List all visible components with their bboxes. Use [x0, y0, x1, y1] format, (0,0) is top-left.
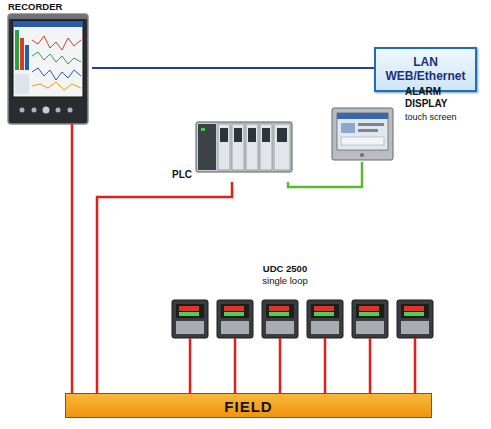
plc-rack-part: [196, 122, 292, 172]
touch-screen-device-part: [337, 113, 388, 119]
plc-rack-part: [248, 128, 256, 142]
controller-units-part-part: [176, 321, 204, 334]
touch-screen-device-part: [358, 123, 384, 126]
recorder-device-part: [43, 107, 50, 114]
controller-units-part-part: [217, 300, 253, 338]
plc-rack-part: [246, 124, 258, 170]
controller-units-part-part: [221, 321, 249, 334]
touch-screen-device-part: [341, 137, 384, 145]
controller-units-part-part: [352, 300, 388, 338]
node-label: UDC 2500: [240, 264, 330, 275]
plc-rack-part: [220, 128, 228, 142]
recorder-device-part: [32, 68, 81, 80]
controller-units-part-part: [404, 312, 424, 316]
controller-units-part-part: [266, 321, 294, 334]
controller-units-part-part: [401, 304, 429, 318]
network-box: LAN WEB/Ethernet: [374, 47, 477, 92]
controller-units-part-part: [266, 304, 294, 318]
controller-units-part-part: [269, 306, 289, 311]
plc-node: PLC: [165, 118, 295, 182]
touch-screen-device-part: [341, 123, 355, 133]
controller-units-part-part: [311, 321, 339, 334]
node-label: PLC: [172, 169, 202, 181]
node-label: RECORDER: [8, 2, 88, 13]
controller-units-part-part: [356, 304, 384, 318]
plc-rack-part: [232, 124, 244, 170]
alarm-display-node: ALARM DISPLAY touch screen: [328, 82, 480, 162]
connector-wire: [92, 67, 374, 69]
recorder-device-part: [32, 52, 81, 64]
plc-rack-part: [234, 128, 242, 142]
recorder-device-part: [32, 82, 81, 90]
plc-rack: [196, 122, 292, 172]
plc-rack-part: [260, 124, 272, 170]
connector-wire: [288, 162, 362, 187]
controller-units-part-part: [314, 306, 334, 311]
controller-units-part: [262, 300, 298, 338]
controller-units-part: [307, 300, 343, 338]
node-subtitle: single loop: [240, 276, 330, 287]
recorder-device-part: [68, 108, 73, 113]
recorder-device-part: [20, 38, 24, 70]
recorder-device-part: [8, 14, 88, 124]
recorder-device-part: [25, 45, 29, 70]
recorder-device-part: [15, 30, 19, 70]
recorder-device-part: [56, 108, 61, 113]
node-label: LAN WEB/Ethernet: [382, 56, 469, 84]
connector-wire: [71, 124, 74, 393]
controller-units-part-part: [404, 306, 424, 311]
controller-group: UDC 2500single loop: [165, 262, 440, 338]
controller-units-part-part: [179, 306, 199, 311]
recorder-device-part: [20, 108, 25, 113]
controller-units-part-part: [172, 300, 208, 338]
recorder-device-part: [13, 21, 83, 27]
controller-units-part-part: [401, 321, 429, 334]
node-subtitle: touch screen: [405, 112, 477, 122]
touch-screen-device-part: [332, 108, 393, 160]
recorder-device-part: [32, 36, 81, 50]
connector-wire: [97, 182, 232, 393]
controller-units-part-part: [307, 300, 343, 338]
touch-screen-device-part: [337, 113, 388, 150]
controller-units-part-part: [224, 312, 244, 316]
controller-units-part: [397, 300, 433, 338]
node-label: FIELD: [66, 398, 431, 415]
plc-rack-part: [262, 128, 270, 142]
plc-rack-part: [274, 124, 290, 170]
recorder-device: [8, 14, 88, 124]
plc-rack-part: [218, 124, 230, 170]
controller-units-part-part: [359, 306, 379, 311]
controller-units-part-part: [397, 300, 433, 338]
node-label: ALARM DISPLAY: [405, 86, 465, 109]
controller-units: [172, 300, 433, 338]
controller-units-part-part: [179, 312, 199, 316]
controller-units-part-part: [314, 312, 334, 316]
recorder-device-part: [15, 74, 29, 94]
recorder-device-part: [9, 15, 87, 19]
plc-rack-part: [201, 128, 205, 131]
recorder-device-part: [32, 108, 37, 113]
touch-screen-device: [332, 108, 393, 160]
controller-units-part-part: [262, 300, 298, 338]
controller-units-part-part: [176, 304, 204, 318]
touch-screen-device-part: [358, 129, 378, 132]
controller-units-part-part: [356, 321, 384, 334]
controller-units-part: [217, 300, 253, 338]
controller-units-part-part: [269, 312, 289, 316]
controller-units-part-part: [224, 306, 244, 311]
controller-units-part-part: [359, 312, 379, 316]
controller-units-part: [172, 300, 208, 338]
controller-units-part-part: [311, 304, 339, 318]
field-band: FIELD: [65, 393, 432, 418]
touch-screen-device-part: [360, 153, 364, 157]
controller-units-part-part: [221, 304, 249, 318]
plc-rack-part: [198, 124, 216, 170]
recorder-device-part: [13, 21, 83, 97]
controller-units-part: [352, 300, 388, 338]
connector-wire: [190, 338, 415, 393]
recorder-node: RECORDER: [6, 2, 92, 124]
plc-rack-part: [277, 128, 287, 142]
